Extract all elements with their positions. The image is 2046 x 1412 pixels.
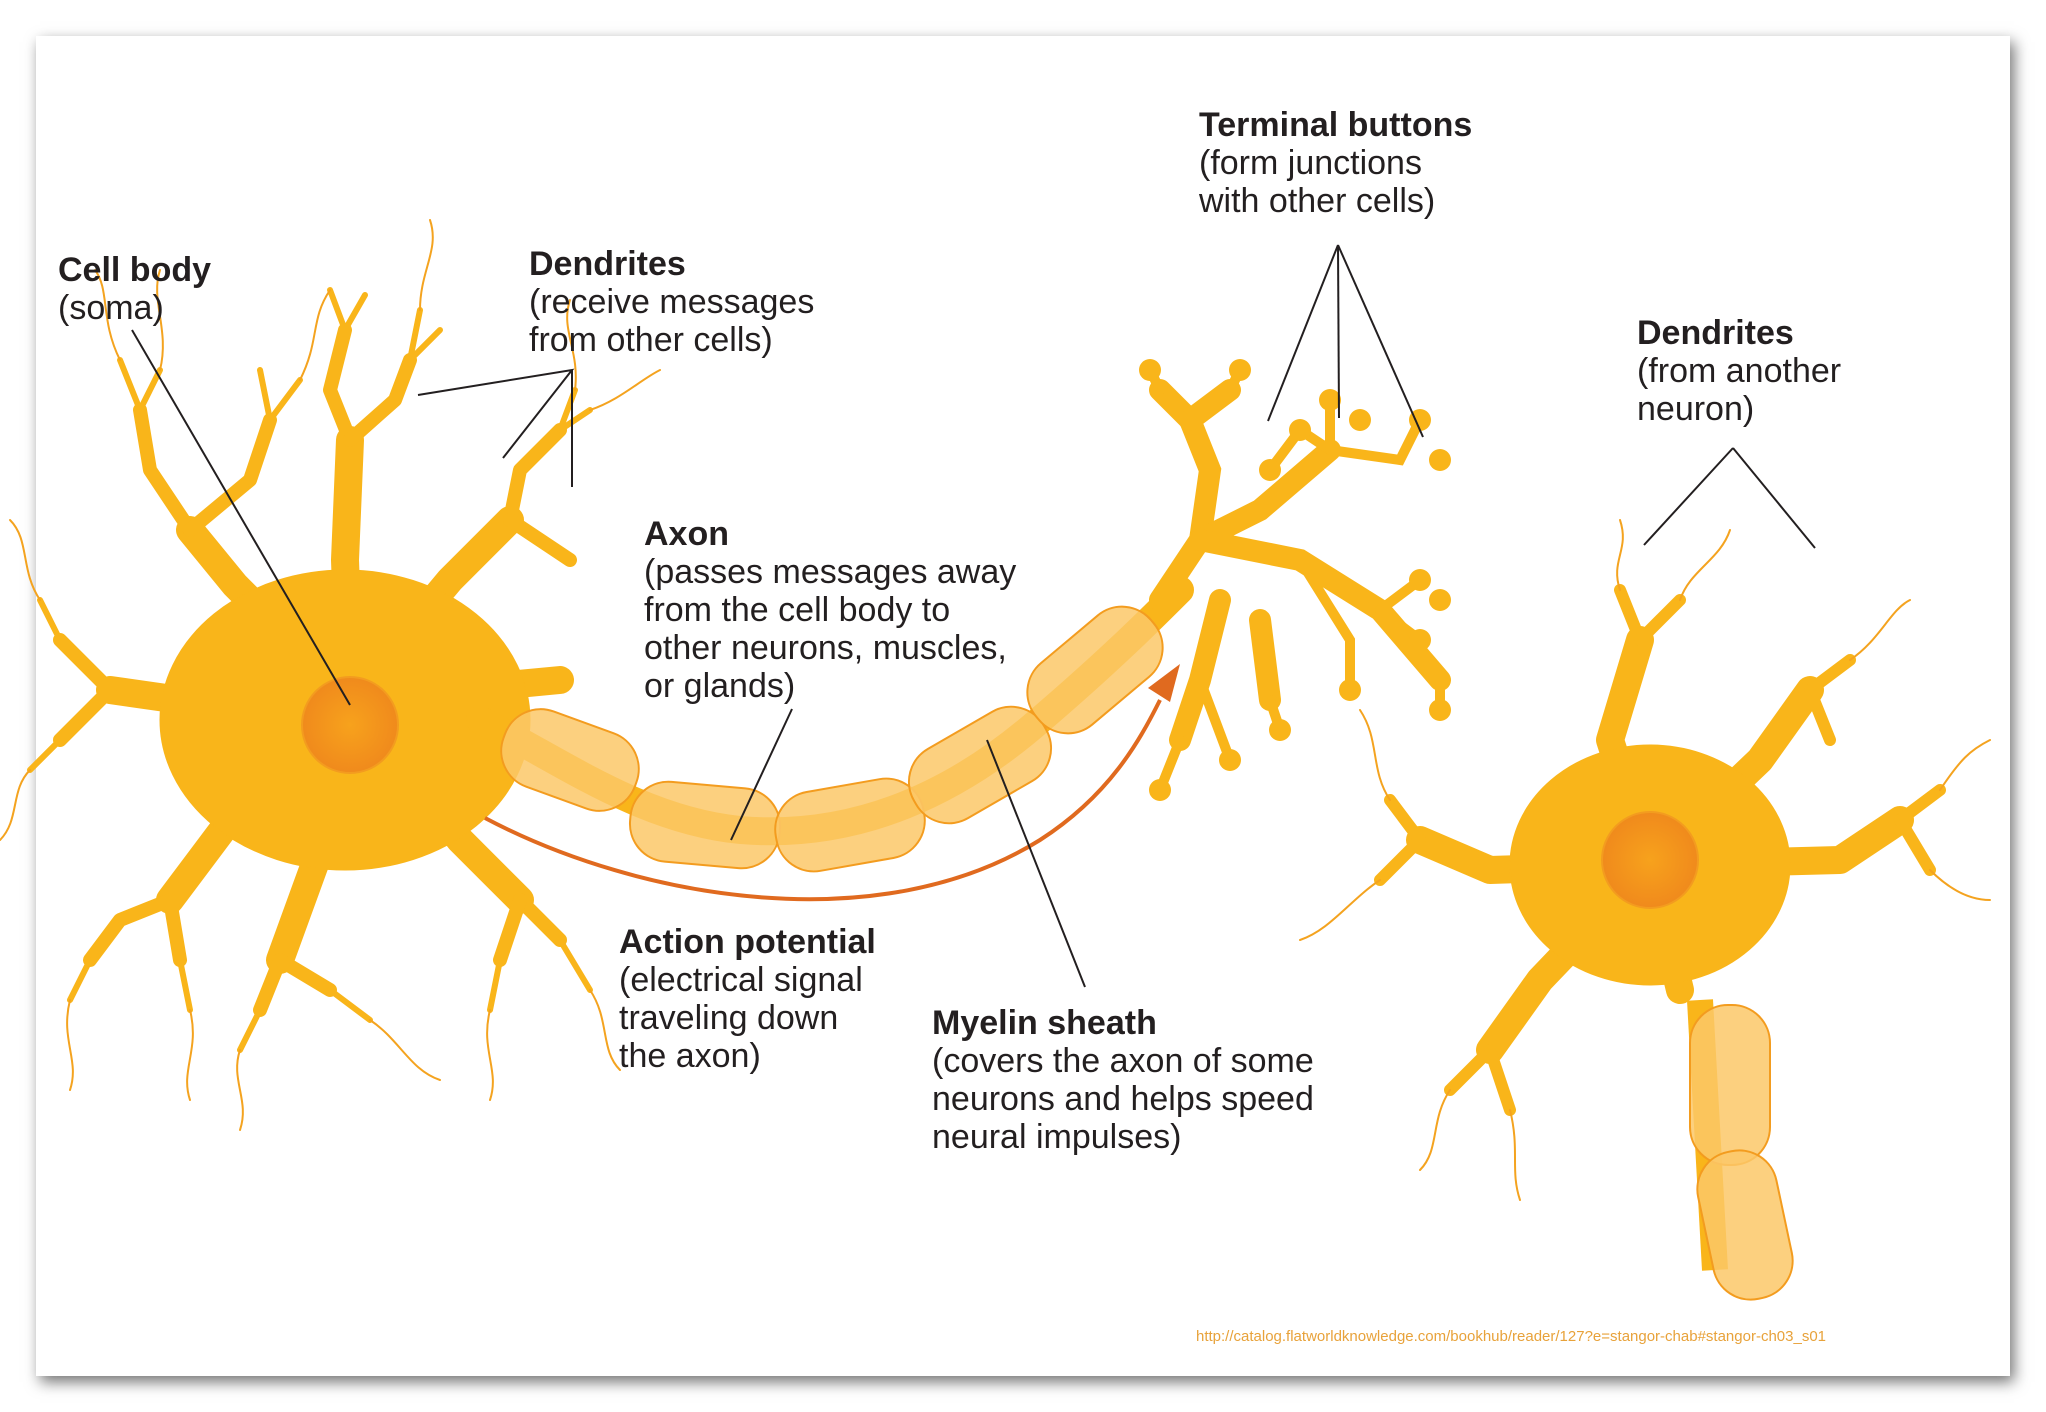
label-line: from the cell body to <box>644 591 951 629</box>
label-axon: Axon (passes messages away from the cell… <box>644 515 1016 705</box>
soma-nucleus-left <box>301 676 399 774</box>
label-line: or glands) <box>644 667 796 705</box>
label-title: Axon <box>644 515 729 553</box>
label-title: Action potential <box>619 923 876 961</box>
label-title: Dendrites <box>529 245 686 283</box>
label-myelin-sheath: Myelin sheath (covers the axon of some n… <box>932 1004 1314 1156</box>
label-line: the axon) <box>619 1037 761 1075</box>
label-title: Myelin sheath <box>932 1004 1157 1042</box>
label-line: neural impulses) <box>932 1118 1182 1156</box>
label-terminal-buttons: Terminal buttons (form junctions with ot… <box>1199 106 1472 220</box>
label-line: neuron) <box>1637 390 1755 428</box>
label-title: Terminal buttons <box>1199 106 1473 144</box>
label-title: Cell body <box>58 251 212 289</box>
label-action-potential: Action potential (electrical signal trav… <box>619 923 876 1075</box>
leader-lines <box>131 244 1816 988</box>
label-line: (covers the axon of some <box>932 1042 1314 1080</box>
myelin-sheath-right <box>1687 999 1794 1301</box>
soma-nucleus-right <box>1601 811 1699 909</box>
label-cell-body: Cell body (soma) <box>58 251 211 327</box>
terminal-buttons <box>1139 359 1451 801</box>
label-dendrites-other-neuron: Dendrites (from another neuron) <box>1637 314 1841 428</box>
myelin-sheath <box>500 605 1164 873</box>
label-line: from other cells) <box>529 321 773 359</box>
label-line: (form junctions <box>1199 144 1422 182</box>
label-line: other neurons, muscles, <box>644 629 1007 667</box>
label-line: traveling down <box>619 999 839 1037</box>
label-dendrites: Dendrites (receive messages from other c… <box>529 245 814 359</box>
label-line: (receive messages <box>529 283 815 321</box>
label-line: with other cells) <box>1199 182 1436 220</box>
label-line: (soma) <box>58 289 164 327</box>
source-url[interactable]: http://catalog.flatworldknowledge.com/bo… <box>1196 1328 1826 1345</box>
label-line: neurons and helps speed <box>932 1080 1314 1118</box>
action-potential-arrow <box>484 664 1180 902</box>
label-line: (passes messages away <box>644 553 1017 591</box>
label-title: Dendrites <box>1637 314 1794 352</box>
label-line: (from another <box>1637 352 1842 390</box>
label-line: (electrical signal <box>619 961 863 999</box>
